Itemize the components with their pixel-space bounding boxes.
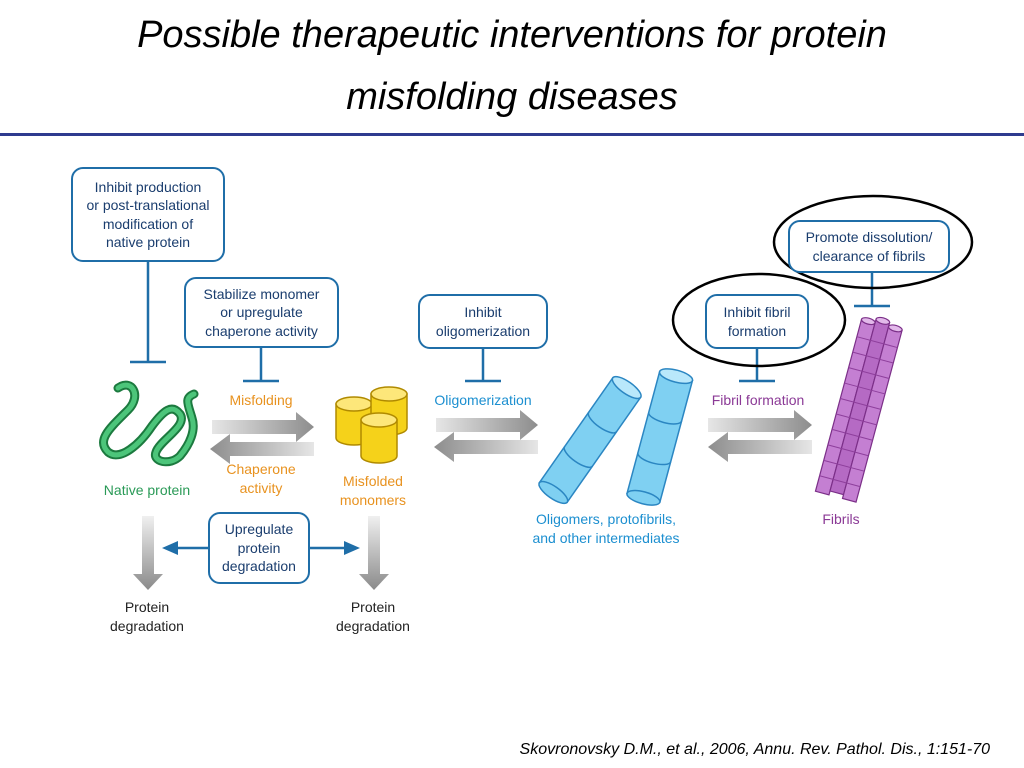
box-upregulate-degradation: Upregulate protein degradation: [208, 512, 310, 584]
equilibrium-arrow-1: [210, 412, 314, 464]
label-oligomers: Oligomers, protofibrils, and other inter…: [516, 510, 696, 548]
label-misfolded-line: Misfolded: [343, 473, 403, 489]
upregulate-side-arrows: [162, 541, 360, 555]
label-chaperone-line: activity: [239, 480, 283, 496]
box-promote-dissolution: Promote dissolution/ clearance of fibril…: [788, 220, 950, 273]
box-upregulate-degradation-line: degradation: [222, 558, 296, 575]
box-inhibit-oligomerization: Inhibit oligomerization: [418, 294, 548, 349]
box-inhibit-fibril-line: formation: [727, 322, 787, 339]
label-degradation-line: degradation: [110, 618, 184, 634]
label-misfolded-monomers: Misfolded monomers: [324, 472, 422, 510]
box-upregulate-degradation-line: Upregulate: [224, 521, 294, 538]
label-native-protein: Native protein: [103, 482, 191, 498]
title-rule: [0, 133, 1024, 136]
box-stabilize-monomer-line: Stabilize monomer: [203, 285, 320, 302]
box-inhibit-production-line: or post-translational: [86, 197, 210, 213]
box-inhibit-fibril-formation: Inhibit fibril formation: [705, 294, 809, 349]
box-upregulate-degradation-line: protein: [237, 539, 281, 556]
label-chaperone-line: Chaperone: [226, 461, 296, 477]
box-stabilize-monomer-line: or upregulate: [220, 304, 303, 321]
box-inhibit-oligomerization-line: oligomerization: [435, 322, 531, 339]
label-oligomers-line: and other intermediates: [532, 530, 680, 546]
oligomers-shape: [538, 368, 694, 506]
native-protein-shape: [99, 380, 199, 467]
box-promote-dissolution-line: Promote dissolution/: [805, 229, 933, 245]
citation: Skovronovsky D.M., et al., 2006, Annu. R…: [519, 741, 990, 758]
box-inhibit-fibril-line: Inhibit fibril: [723, 304, 791, 320]
equilibrium-arrow-3: [708, 410, 812, 462]
highlight-ellipse-dissolution: [772, 194, 974, 290]
label-fibrils: Fibrils: [822, 511, 860, 527]
label-protein-degradation-left: Protein degradation: [96, 598, 198, 636]
label-misfolded-line: monomers: [339, 492, 407, 508]
box-inhibit-production: Inhibit production or post-translational…: [71, 167, 225, 262]
box-inhibit-production-line: native protein: [105, 234, 191, 250]
title-line-1: Possible therapeutic interventions for p…: [137, 14, 887, 56]
box-inhibit-production-line: modification of: [102, 215, 194, 232]
label-degradation-line: Protein: [350, 599, 396, 615]
label-misfolding: Misfolding: [229, 392, 293, 408]
label-oligomers-line: Oligomers, protofibrils,: [535, 511, 677, 527]
label-degradation-line: Protein: [124, 599, 170, 615]
degradation-arrow-left: [133, 516, 163, 590]
box-inhibit-production-line: Inhibit production: [94, 178, 202, 195]
label-oligomerization: Oligomerization: [434, 392, 532, 408]
box-stabilize-monomer-line: chaperone activity: [205, 322, 318, 339]
highlight-ellipse-fibril: [671, 272, 847, 368]
fibrils-shape: [814, 316, 903, 503]
label-protein-degradation-right: Protein degradation: [322, 598, 424, 636]
slide-title: Possible therapeutic interventions for p…: [0, 4, 1024, 128]
box-stabilize-monomer: Stabilize monomer or upregulate chaperon…: [184, 277, 339, 348]
misfolded-monomers-shape: [335, 386, 408, 464]
title-line-2: misfolding diseases: [346, 76, 678, 118]
box-inhibit-oligomerization-line: Inhibit: [464, 304, 502, 320]
degradation-arrow-right: [359, 516, 389, 590]
label-degradation-line: degradation: [336, 618, 410, 634]
box-promote-dissolution-line: clearance of fibrils: [812, 247, 926, 264]
label-fibril-formation: Fibril formation: [711, 392, 805, 408]
equilibrium-arrow-2: [434, 410, 538, 462]
label-chaperone-activity: Chaperone activity: [210, 460, 312, 498]
